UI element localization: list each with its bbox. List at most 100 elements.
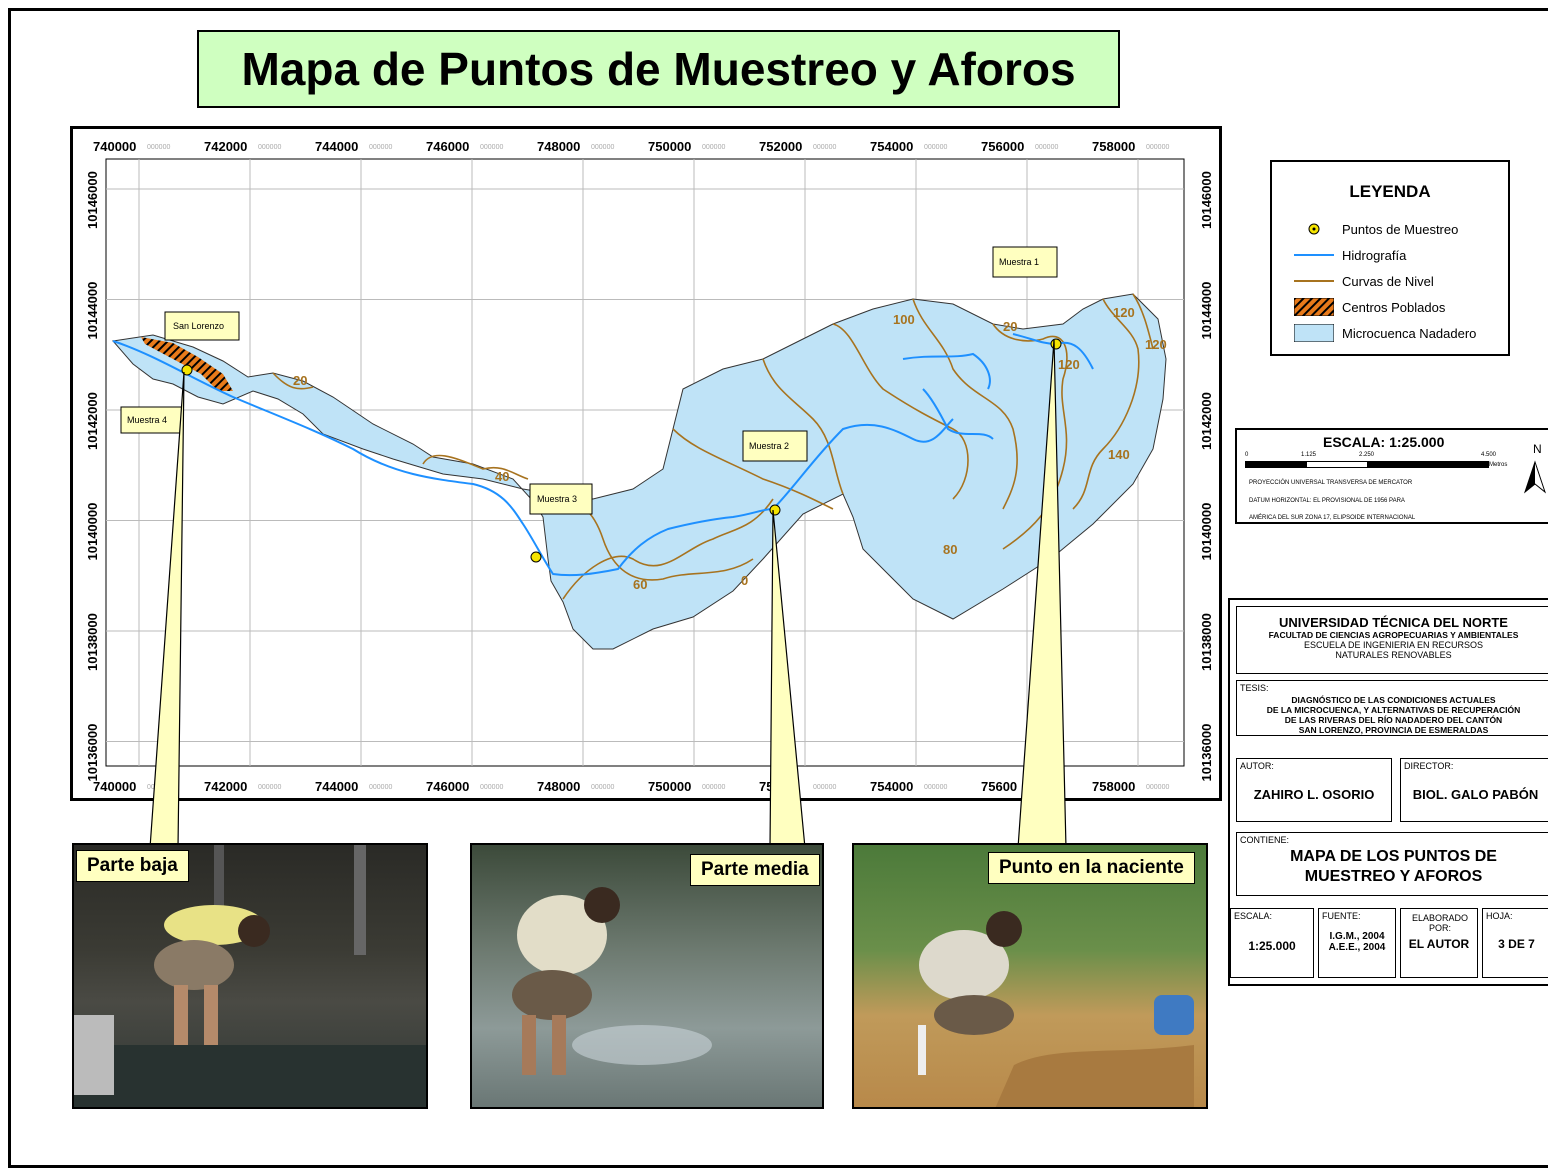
- x-tick-suffix: 000000: [591, 144, 614, 151]
- x-tick-suffix: 000000: [813, 784, 836, 791]
- x-tick-bottom: 75600: [981, 779, 1017, 794]
- contour-line-icon: [1292, 272, 1336, 290]
- map-canvas[interactable]: Muestra 1 Muestra 2 Muestra 3 Muestra 4 …: [73, 129, 1219, 798]
- x-tick-bottom: 750000: [648, 779, 691, 794]
- muestra-4-label: Muestra 4: [127, 415, 167, 425]
- svg-text:60: 60: [633, 577, 647, 592]
- x-tick-top: 752000: [759, 139, 802, 154]
- institution-cell: UNIVERSIDAD TÉCNICA DEL NORTE FACULTAD D…: [1236, 606, 1548, 674]
- x-tick-top: 754000: [870, 139, 913, 154]
- san-lorenzo-label: San Lorenzo: [173, 321, 224, 331]
- x-tick-suffix: 000000: [1146, 784, 1169, 791]
- x-tick-top: 748000: [537, 139, 580, 154]
- legend-item-contour: Curvas de Nivel: [1272, 268, 1508, 294]
- elaborado-cell: ELABORADO POR: EL AUTOR: [1400, 908, 1478, 978]
- area-fill-icon: [1292, 324, 1336, 342]
- x-tick-suffix: 000000: [369, 144, 392, 151]
- y-tick-left: 10146000: [85, 171, 100, 229]
- escala-cell: ESCALA: 1:25.000: [1230, 908, 1314, 978]
- legend-item-river: Hidrografía: [1272, 242, 1508, 268]
- y-tick-left: 10140000: [85, 503, 100, 561]
- y-tick-right: 10146000: [1199, 171, 1214, 229]
- north-label: N: [1533, 442, 1542, 456]
- legend-item-basin: Microcuenca Nadadero: [1272, 320, 1508, 346]
- x-tick-bottom: 75: [759, 779, 773, 794]
- thesis-cell: TESIS: DIAGNÓSTICO DE LAS CONDICIONES AC…: [1236, 680, 1548, 736]
- x-tick-suffix: 000000: [1035, 144, 1058, 151]
- x-tick-top: 740000: [93, 139, 136, 154]
- sample-point-2[interactable]: [769, 504, 781, 516]
- scale-ticks: 0 1.125 2.250 4.500: [1245, 452, 1497, 458]
- x-tick-bottom: 754000: [870, 779, 913, 794]
- x-tick-suffix: 000000: [924, 144, 947, 151]
- san-lorenzo-settlement: [141, 337, 233, 391]
- legend-item-sample: Puntos de Muestreo: [1272, 216, 1508, 242]
- y-tick-right: 10140000: [1199, 503, 1214, 561]
- person-sampling-illustration: [918, 911, 1194, 1107]
- svg-text:0: 0: [741, 573, 748, 588]
- svg-text:120: 120: [1058, 357, 1080, 372]
- y-tick-right: 10144000: [1199, 282, 1214, 340]
- svg-text:100: 100: [893, 312, 915, 327]
- y-tick-left: 10136000: [85, 724, 100, 782]
- x-tick-suffix: 000000: [702, 784, 725, 791]
- director-cell: DIRECTOR: BIOL. GALO PABÓN: [1400, 758, 1548, 822]
- legend-title: LEYENDA: [1349, 182, 1431, 201]
- legend: LEYENDA Puntos de Muestreo Hidrografía C…: [1270, 160, 1510, 356]
- x-tick-suffix: 000000: [369, 784, 392, 791]
- y-tick-left: 10138000: [85, 613, 100, 671]
- x-tick-top: 758000: [1092, 139, 1135, 154]
- x-tick-suffix: 000000: [480, 784, 503, 791]
- svg-text:120: 120: [1113, 305, 1135, 320]
- svg-text:120: 120: [1145, 337, 1167, 352]
- callout-san-lorenzo: [164, 311, 240, 341]
- sample-point-1[interactable]: [1050, 338, 1062, 350]
- author-cell: AUTOR: ZAHIRO L. OSORIO: [1236, 758, 1392, 822]
- muestra-3-label: Muestra 3: [537, 494, 577, 504]
- x-tick-top: 750000: [648, 139, 691, 154]
- person-sampling-illustration: [74, 845, 426, 1107]
- north-arrow-icon: [1523, 460, 1547, 494]
- svg-text:140: 140: [1108, 447, 1130, 462]
- legend-item-settlement: Centros Poblados: [1272, 294, 1508, 320]
- sample-point-4[interactable]: [181, 364, 193, 376]
- hatched-area-icon: [1292, 298, 1336, 316]
- scale-bar: [1245, 461, 1489, 468]
- x-tick-suffix: 000000: [480, 144, 503, 151]
- x-tick-top: 744000: [315, 139, 358, 154]
- svg-text:40: 40: [495, 469, 509, 484]
- y-tick-left: 10144000: [85, 282, 100, 340]
- contour-labels: 20 20 40 60 0 80 100 120 120 120 140 20: [293, 305, 1167, 592]
- photo-naciente: [852, 843, 1208, 1109]
- caption-parte-baja: Parte baja: [76, 850, 189, 882]
- x-tick-suffix: 000000: [147, 784, 170, 791]
- y-axis-right: 1014600010144000101420001014000010138000…: [1199, 171, 1214, 781]
- scale-title: ESCALA: 1:25.000: [1323, 434, 1445, 450]
- x-tick-suffix: 000000: [258, 144, 281, 151]
- y-tick-left: 10142000: [85, 392, 100, 450]
- muestra-2-label: Muestra 2: [749, 441, 789, 451]
- hoja-cell: HOJA: 3 DE 7: [1482, 908, 1548, 978]
- x-tick-suffix: 000000: [813, 144, 836, 151]
- svg-text:20: 20: [293, 373, 307, 388]
- map-frame[interactable]: Muestra 1 Muestra 2 Muestra 3 Muestra 4 …: [70, 126, 1222, 801]
- callout-muestra-1: [992, 246, 1058, 278]
- fuente-cell: FUENTE: I.G.M., 2004 A.E.E., 2004: [1318, 908, 1396, 978]
- caption-parte-media: Parte media: [690, 854, 820, 886]
- y-tick-right: 10136000: [1199, 724, 1214, 782]
- x-tick-suffix: 000000: [702, 144, 725, 151]
- x-tick-suffix: 000000: [591, 784, 614, 791]
- x-tick-top: 742000: [204, 139, 247, 154]
- x-tick-suffix: 000000: [258, 784, 281, 791]
- sample-point-3[interactable]: [530, 551, 542, 563]
- x-tick-suffix: 000000: [924, 784, 947, 791]
- caption-naciente: Punto en la naciente: [988, 852, 1195, 884]
- callout-muestra-2: [742, 430, 808, 462]
- scale-box: ESCALA: 1:25.000 0 1.125 2.250 4.500 Met…: [1235, 428, 1548, 524]
- x-tick-suffix: 000000: [1146, 144, 1169, 151]
- photo-parte-media: [470, 843, 824, 1109]
- title-block: UNIVERSIDAD TÉCNICA DEL NORTE FACULTAD D…: [1228, 598, 1548, 986]
- y-axis-left: 10146000 10144000 10142000 10140000 10138000…: [85, 171, 100, 781]
